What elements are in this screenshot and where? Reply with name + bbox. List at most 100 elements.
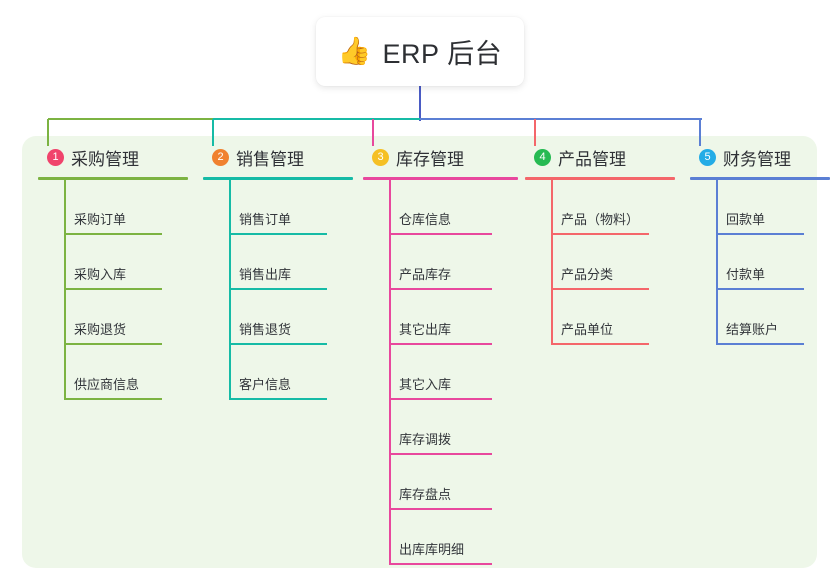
list-item[interactable]: 产品（物料） [525, 180, 675, 235]
list-item[interactable]: 产品分类 [525, 235, 675, 290]
list-item-rule [229, 398, 327, 400]
column-rule-3 [363, 177, 518, 180]
column-5: 5 财务管理回款单付款单结算账户 [690, 144, 830, 345]
list-item-label: 产品分类 [561, 267, 614, 282]
list-item[interactable]: 回款单 [690, 180, 830, 235]
list-item-rule [389, 343, 492, 345]
list-item[interactable]: 销售退货 [203, 290, 353, 345]
list-item[interactable]: 销售出库 [203, 235, 353, 290]
list-item-label: 销售订单 [239, 212, 292, 227]
list-item-label: 销售出库 [239, 267, 292, 282]
column-body-3: 仓库信息产品库存其它出库其它入库库存调拨库存盘点出库库明细 [363, 180, 518, 565]
list-item-label: 结算账户 [726, 322, 779, 337]
list-item[interactable]: 其它入库 [363, 345, 518, 400]
list-item[interactable]: 采购入库 [38, 235, 188, 290]
root-title: ERP 后台 [382, 39, 503, 69]
column-badge-3: 3 [372, 148, 389, 166]
column-trunk-4 [551, 180, 553, 345]
column-title-4: 产品管理 [558, 149, 626, 169]
column-trunk-3 [389, 180, 391, 565]
list-item-rule [716, 343, 804, 345]
column-title-3: 库存管理 [396, 149, 464, 169]
thumbs-up-icon: 👍 [337, 36, 372, 66]
list-item-label: 其它出库 [399, 322, 452, 337]
list-item-label: 其它入库 [399, 377, 452, 392]
list-item[interactable]: 其它出库 [363, 290, 518, 345]
column-rule-5 [690, 177, 830, 180]
list-item-label: 供应商信息 [74, 377, 140, 392]
column-title-1: 采购管理 [71, 149, 139, 169]
list-item[interactable]: 付款单 [690, 235, 830, 290]
column-title-5: 财务管理 [723, 149, 791, 169]
column-1: 1 采购管理采购订单采购入库采购退货供应商信息 [38, 144, 188, 400]
column-badge-4: 4 [534, 148, 551, 166]
column-drop-connector-5 [699, 119, 701, 146]
column-title-2: 销售管理 [236, 149, 304, 169]
column-badge-1: 1 [47, 148, 64, 166]
column-header-4[interactable]: 4 产品管理 [525, 144, 675, 170]
column-rule-1 [38, 177, 188, 180]
list-item-label: 采购订单 [74, 212, 127, 227]
list-item-label: 产品（物料） [561, 212, 640, 227]
list-item-label: 销售退货 [239, 322, 292, 337]
list-item[interactable]: 库存调拨 [363, 400, 518, 455]
column-header-5[interactable]: 5 财务管理 [690, 144, 830, 170]
root-node[interactable]: 👍 ERP 后台 [316, 17, 524, 86]
list-item[interactable]: 出库库明细 [363, 510, 518, 565]
list-item[interactable]: 客户信息 [203, 345, 353, 400]
bar-segment-3 [420, 118, 702, 120]
column-badge-5: 5 [699, 148, 716, 166]
list-item[interactable]: 销售订单 [203, 180, 353, 235]
list-item-label: 付款单 [726, 267, 766, 282]
list-item-rule [551, 288, 649, 290]
list-item-rule [229, 233, 327, 235]
column-4: 4 产品管理产品（物料） 产品分类产品单位 [525, 144, 675, 345]
list-item[interactable]: 采购退货 [38, 290, 188, 345]
list-item-rule [716, 288, 804, 290]
column-trunk-5 [716, 180, 718, 345]
column-body-2: 销售订单销售出库销售退货客户信息 [203, 180, 353, 400]
list-item-label: 出库库明细 [399, 542, 465, 557]
bar-segment-2 [213, 118, 422, 120]
column-header-3[interactable]: 3 库存管理 [363, 144, 518, 170]
list-item-rule [389, 563, 492, 565]
list-item[interactable]: 产品库存 [363, 235, 518, 290]
diagram-panel [22, 136, 817, 568]
column-drop-connector-3 [372, 119, 374, 146]
list-item-rule [64, 398, 162, 400]
list-item[interactable]: 仓库信息 [363, 180, 518, 235]
list-item-label: 客户信息 [239, 377, 292, 392]
column-rule-2 [203, 177, 353, 180]
list-item-label: 库存盘点 [399, 487, 452, 502]
list-item[interactable]: 产品单位 [525, 290, 675, 345]
list-item-label: 回款单 [726, 212, 766, 227]
list-item-rule [551, 233, 649, 235]
list-item-rule [716, 233, 804, 235]
column-trunk-1 [64, 180, 66, 400]
list-item-rule [64, 288, 162, 290]
list-item-rule [389, 233, 492, 235]
column-drop-connector-2 [212, 119, 214, 146]
list-item-rule [64, 233, 162, 235]
list-item-rule [389, 288, 492, 290]
list-item-rule [389, 398, 492, 400]
column-3: 3 库存管理仓库信息产品库存其它出库其它入库库存调拨库存盘点出库库明细 [363, 144, 518, 565]
list-item-label: 仓库信息 [399, 212, 452, 227]
list-item-label: 库存调拨 [399, 432, 452, 447]
list-item-label: 产品单位 [561, 322, 614, 337]
list-item-rule [64, 343, 162, 345]
list-item[interactable]: 库存盘点 [363, 455, 518, 510]
list-item[interactable]: 供应商信息 [38, 345, 188, 400]
column-drop-connector-4 [534, 119, 536, 146]
list-item-rule [389, 453, 492, 455]
list-item-rule [389, 508, 492, 510]
column-body-5: 回款单付款单结算账户 [690, 180, 830, 345]
list-item[interactable]: 采购订单 [38, 180, 188, 235]
list-item[interactable]: 结算账户 [690, 290, 830, 345]
list-item-label: 采购入库 [74, 267, 127, 282]
column-header-1[interactable]: 1 采购管理 [38, 144, 188, 170]
column-body-4: 产品（物料） 产品分类产品单位 [525, 180, 675, 345]
